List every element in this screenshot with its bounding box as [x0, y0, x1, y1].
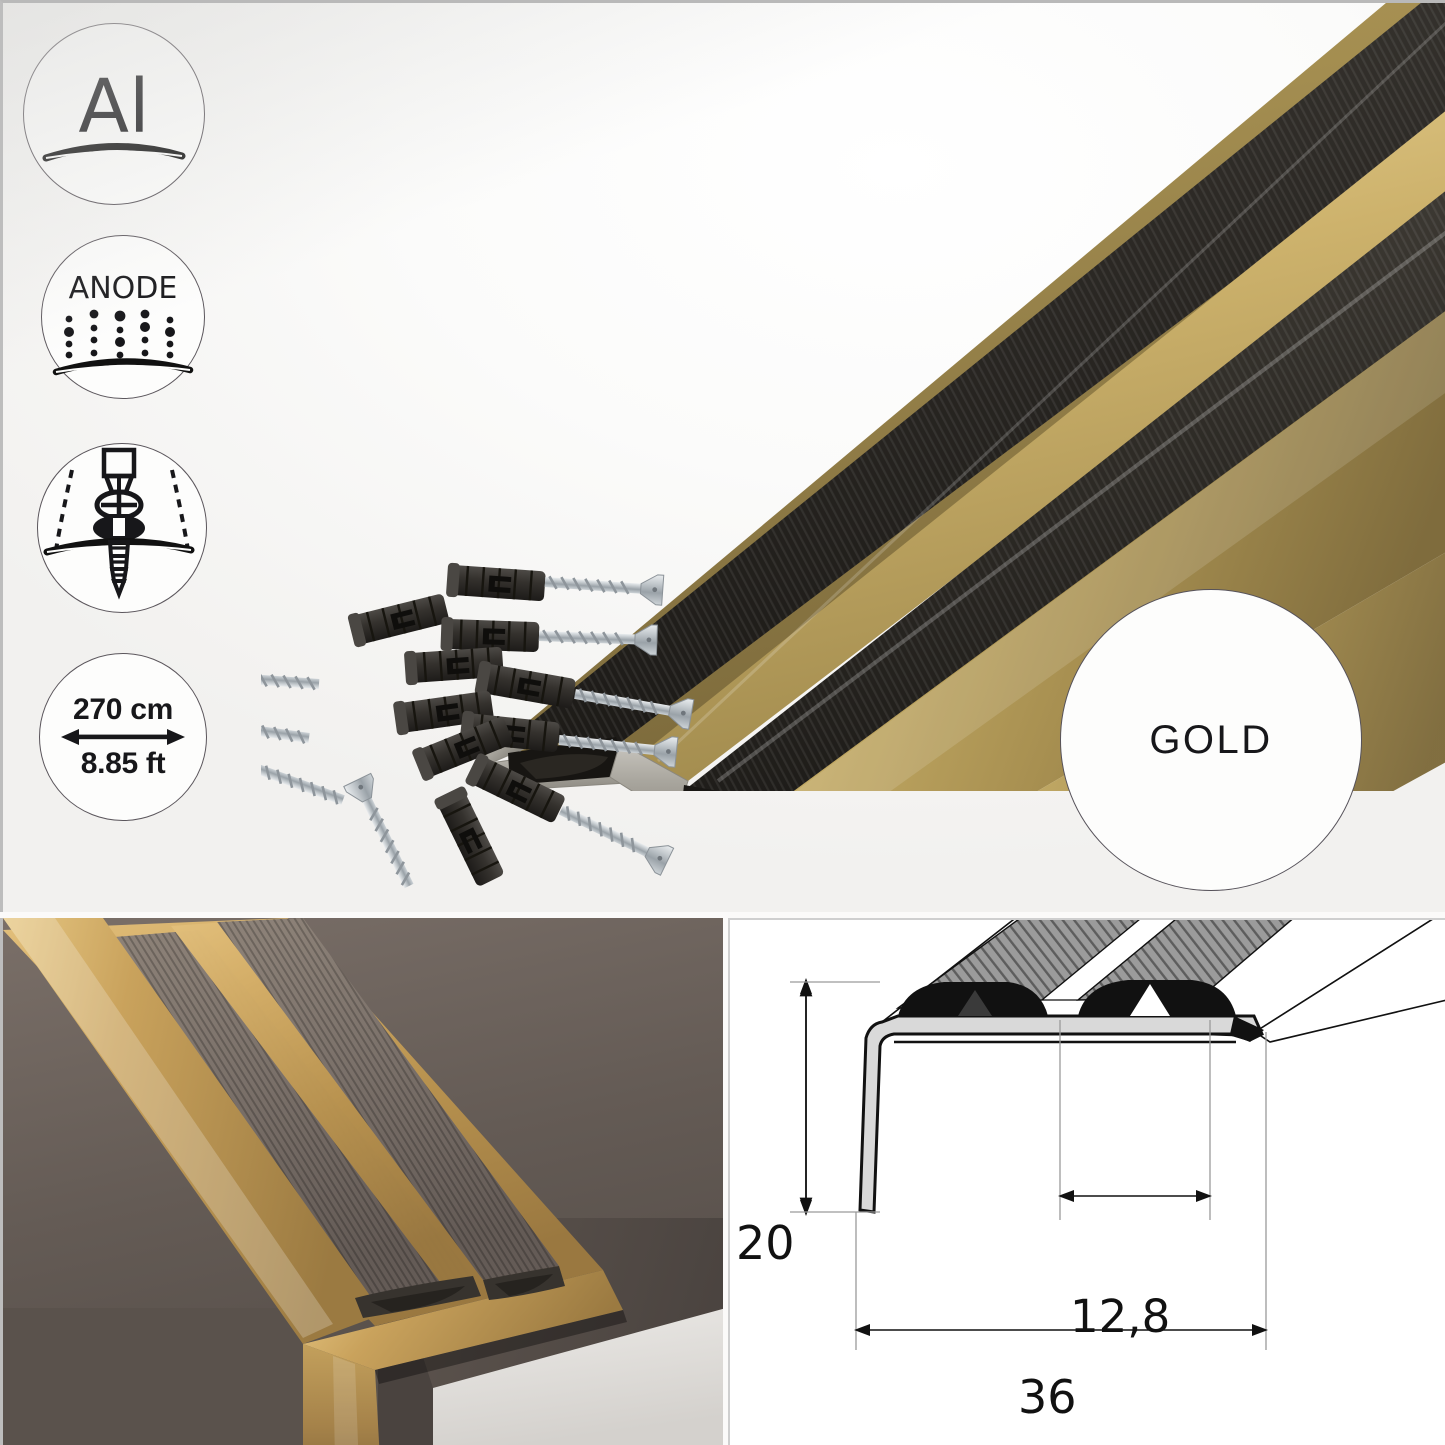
length-metric: 270 cm [73, 693, 173, 726]
panel-divider-vertical [723, 918, 728, 1445]
anodised-dots-icon: ANODE [52, 271, 194, 376]
badge-aluminium: Al [23, 23, 205, 205]
double-arrow-icon [61, 729, 185, 745]
badge-colour: GOLD [1060, 589, 1362, 891]
dimension-insert-width-label: 12,8 [1070, 1290, 1171, 1343]
hero-panel: Al ANODE [0, 0, 1445, 912]
accessories-photo [261, 561, 696, 893]
svg-text:Al: Al [78, 64, 149, 150]
installed-photo [3, 918, 723, 1445]
installed-photo-panel [0, 918, 723, 1445]
badge-length: 270 cm 8.85 ft [39, 653, 207, 821]
dimension-total-width-label: 36 [1018, 1370, 1077, 1424]
dimension-height-label: 20 [736, 1216, 795, 1270]
svg-text:ANODE: ANODE [69, 271, 178, 306]
colour-label: GOLD [1149, 717, 1273, 762]
badge-screw-fixing [37, 443, 207, 613]
badge-anodised: ANODE [41, 235, 205, 399]
screw-drill-icon [43, 447, 195, 600]
panel-divider-horizontal [0, 912, 1445, 918]
technical-drawing-panel: 20 12,8 36 [728, 918, 1445, 1445]
hero-product-photo [468, 3, 1445, 791]
cross-section-drawing [790, 920, 1445, 1350]
aluminium-arc-icon: Al [42, 64, 186, 162]
length-imperial: 8.85 ft [80, 747, 166, 780]
